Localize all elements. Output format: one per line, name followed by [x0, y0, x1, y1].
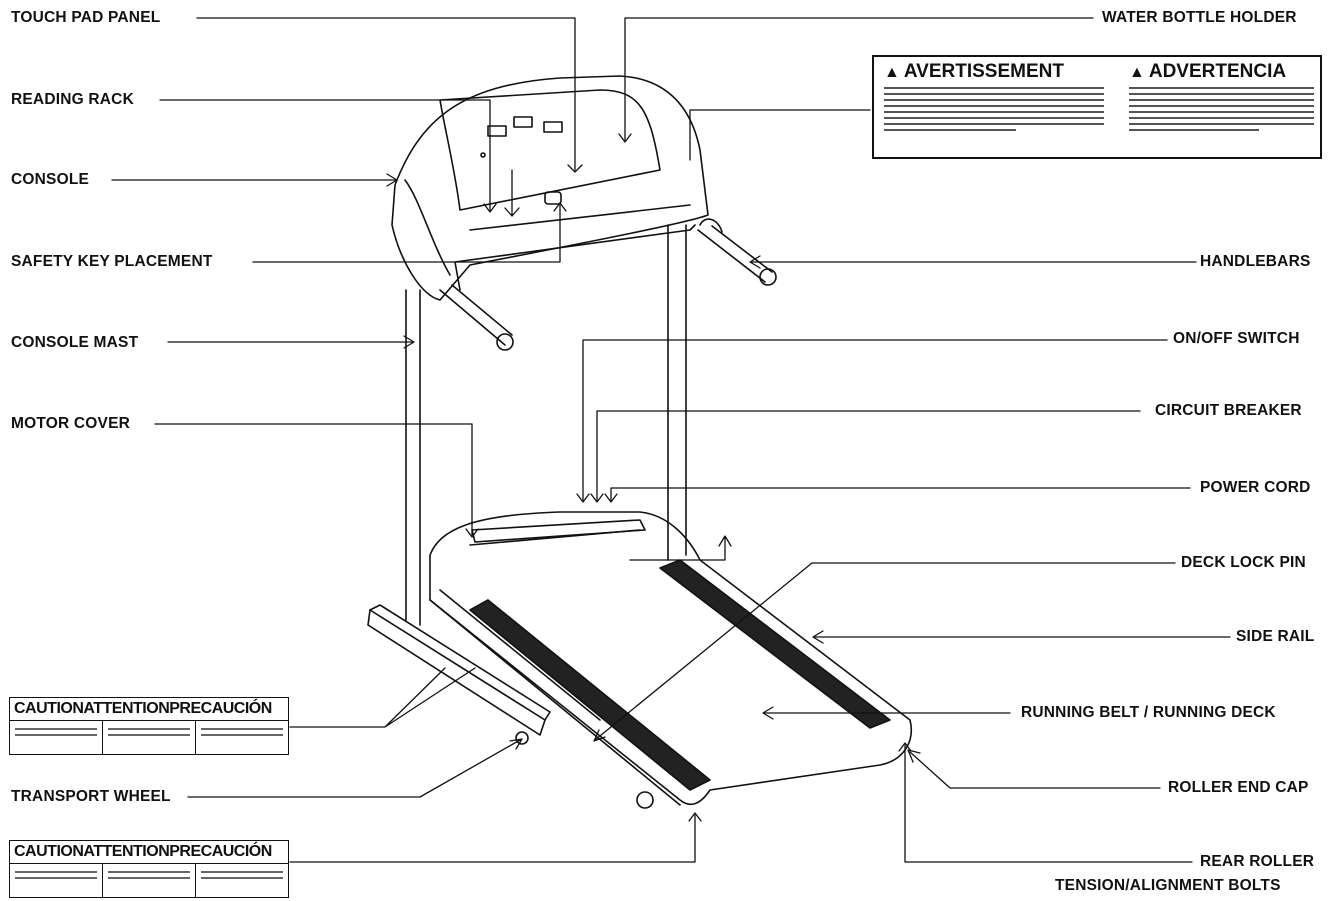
label-touch-pad-panel: TOUCH PAD PANEL [11, 9, 161, 26]
label-deck-lock-pin: DECK LOCK PIN [1181, 554, 1306, 571]
label-handlebars: HANDLEBARS [1200, 253, 1311, 270]
console-mast [405, 224, 687, 626]
label-reading-rack: READING RACK [11, 91, 134, 108]
label-running-belt: RUNNING BELT / RUNNING DECK [1021, 704, 1276, 721]
label-rear-roller-bolts: TENSION/ALIGNMENT BOLTS [1055, 877, 1281, 894]
label-safety-key-placement: SAFETY KEY PLACEMENT [11, 253, 213, 270]
label-side-rail: SIDE RAIL [1236, 628, 1315, 645]
label-console: CONSOLE [11, 171, 90, 188]
label-rear-roller: REAR ROLLER [1200, 853, 1315, 870]
label-motor-cover: MOTOR COVER [11, 415, 131, 432]
handlebars [439, 218, 777, 351]
label-transport-wheel: TRANSPORT WHEEL [11, 788, 171, 805]
leader-lines [111, 17, 1231, 863]
caution-title: CAUTIONATTENTIONPRECAUCIÓN [10, 841, 288, 864]
warning-label: ▲AVERTISSEMENT ▲ADVERTENCIA [872, 55, 1322, 159]
warning-triangle-icon: ▲ [884, 64, 900, 81]
label-circuit-breaker: CIRCUIT BREAKER [1155, 402, 1302, 419]
warning-title-fr: AVERTISSEMENT [903, 61, 1064, 82]
caution-label-1: CAUTIONATTENTIONPRECAUCIÓN [9, 697, 289, 755]
base-frame [367, 604, 654, 809]
caution-label-2: CAUTIONATTENTIONPRECAUCIÓN [9, 840, 289, 898]
warning-title-es: ADVERTENCIA [1148, 61, 1287, 82]
label-on-off-switch: ON/OFF SWITCH [1173, 330, 1300, 347]
label-power-cord: POWER CORD [1200, 479, 1311, 496]
caution-title: CAUTIONATTENTIONPRECAUCIÓN [10, 698, 288, 721]
console [391, 75, 709, 301]
label-console-mast: CONSOLE MAST [11, 334, 139, 351]
running-deck [429, 511, 912, 806]
warning-triangle-icon: ▲ [1129, 64, 1145, 81]
label-roller-end-cap: ROLLER END CAP [1168, 779, 1309, 796]
label-water-bottle-holder: WATER BOTTLE HOLDER [1102, 9, 1297, 26]
